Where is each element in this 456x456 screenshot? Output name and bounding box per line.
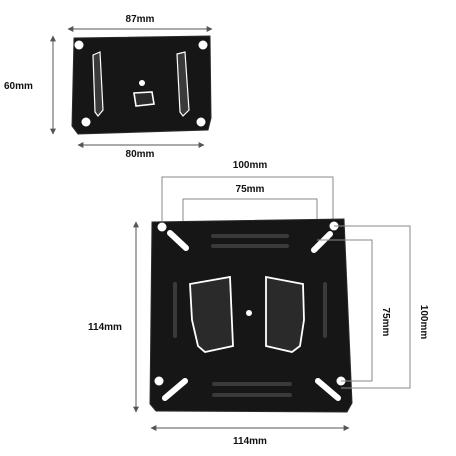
side-groove bbox=[173, 282, 177, 338]
large-plate bbox=[149, 218, 353, 413]
bottom-groove bbox=[212, 382, 292, 386]
inner-width-label: 75mm bbox=[236, 184, 265, 195]
outer-height-label: 100mm bbox=[418, 305, 429, 340]
top-groove bbox=[211, 234, 289, 238]
bottom-groove bbox=[212, 393, 292, 397]
top-width-label: 87mm bbox=[126, 14, 155, 25]
inner-height-label: 75mm bbox=[380, 308, 391, 337]
top-corner-hole bbox=[198, 40, 208, 50]
large-diagonal-slot bbox=[311, 231, 333, 253]
top-hook-right bbox=[176, 51, 190, 117]
bottom-bracket: 100mm 75mm 114mm 75mm bbox=[88, 160, 429, 447]
large-diagonal-slot bbox=[315, 378, 341, 401]
top-center-clip bbox=[133, 91, 155, 107]
top-corner-hole bbox=[196, 117, 206, 127]
top-bracket: 87mm 60mm 80mm bbox=[4, 14, 213, 160]
plate-width-label: 114mm bbox=[233, 436, 267, 447]
large-diagonal-slot bbox=[167, 230, 189, 251]
top-height-label: 60mm bbox=[4, 81, 33, 92]
large-corner-hole bbox=[154, 376, 164, 386]
top-bottom-width-label: 80mm bbox=[126, 149, 155, 160]
top-corner-hole bbox=[74, 40, 84, 50]
top-center-screw-hole bbox=[139, 80, 145, 86]
top-corner-hole bbox=[81, 117, 91, 127]
large-center-screw-hole bbox=[246, 310, 252, 316]
top-hook-left bbox=[92, 51, 104, 117]
large-corner-hole bbox=[157, 222, 167, 232]
large-diagonal-slot bbox=[162, 378, 188, 401]
large-hook-left bbox=[189, 275, 234, 353]
top-groove bbox=[211, 244, 289, 248]
large-hook-right bbox=[265, 275, 305, 353]
side-groove bbox=[323, 282, 327, 338]
inner-height-dimension-bracket bbox=[317, 239, 373, 382]
outer-width-label: 100mm bbox=[233, 160, 268, 171]
plate-height-label: 114mm bbox=[88, 322, 122, 333]
outer-width-dimension-bracket bbox=[161, 176, 334, 226]
outer-height-dimension-bracket bbox=[334, 225, 411, 389]
